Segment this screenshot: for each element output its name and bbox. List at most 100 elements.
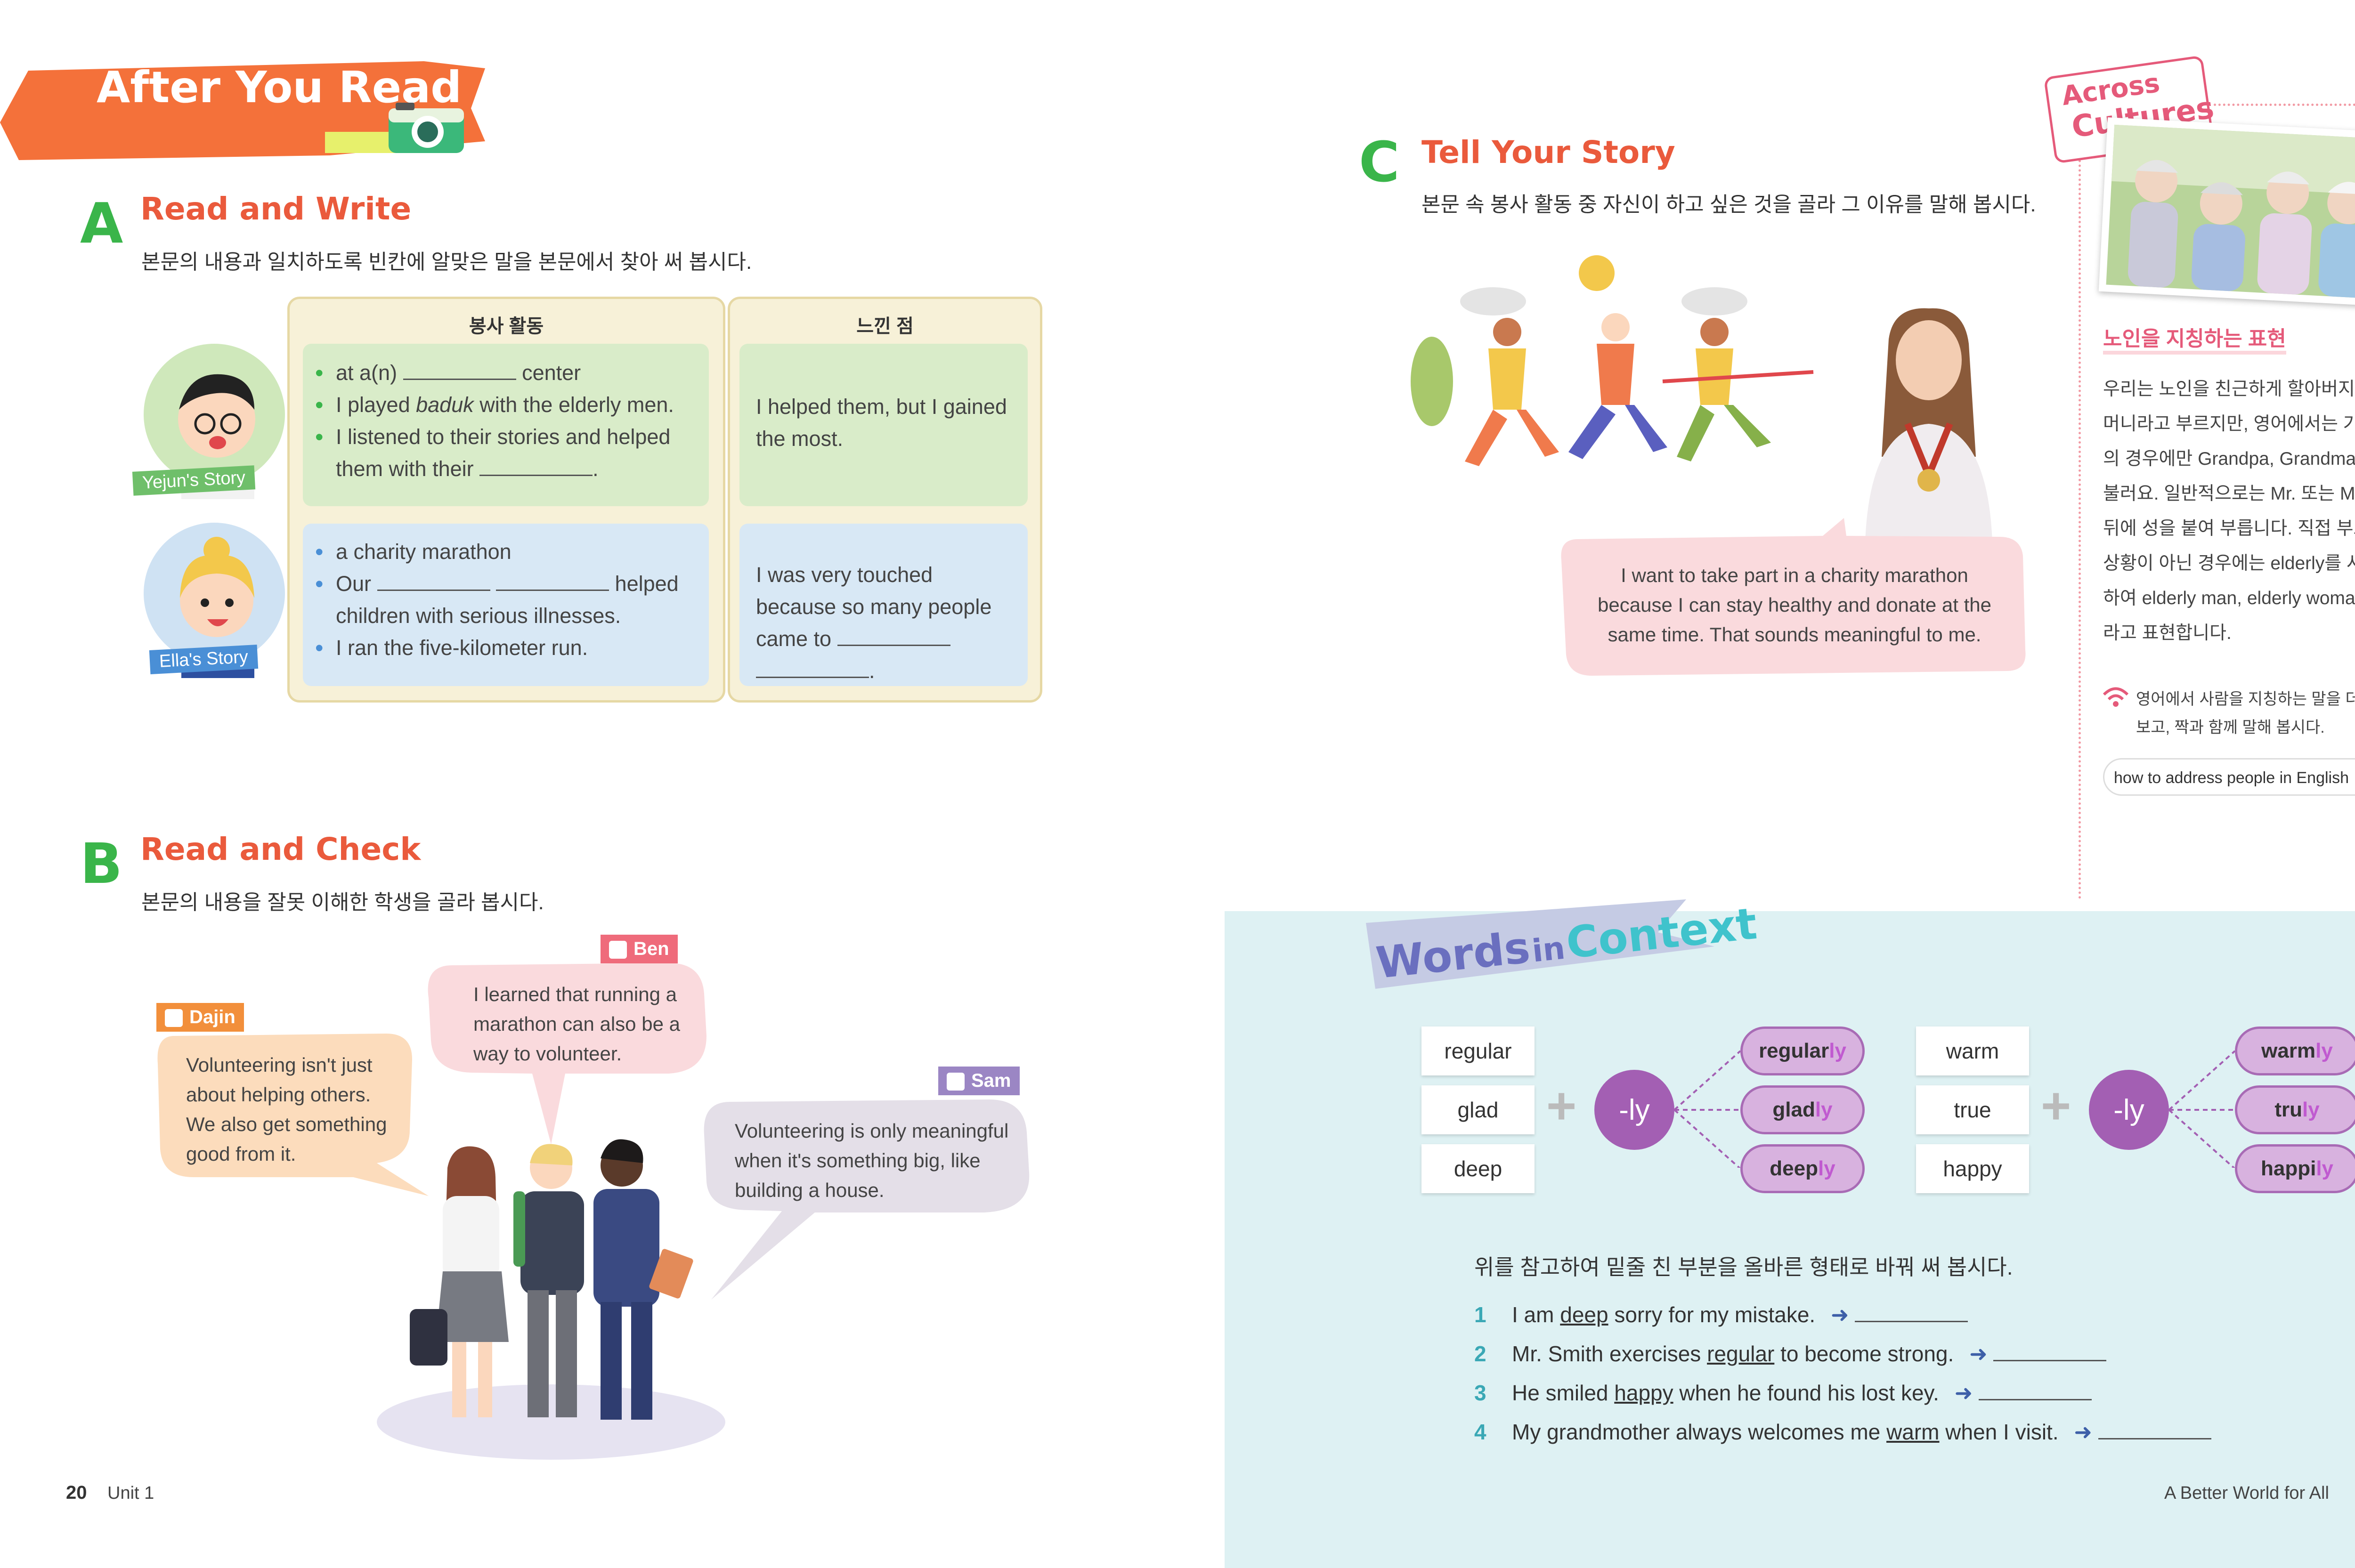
sam-checkbox-tag[interactable]: Sam (938, 1067, 1020, 1095)
base-word-box: regular (1421, 1026, 1535, 1075)
connector-lines (1674, 1050, 1740, 1168)
derived-stem: happi (2260, 1157, 2316, 1180)
camera-icon (386, 99, 466, 155)
ben-text: I learned that running a marathon can al… (473, 983, 680, 1065)
words-in-context-ribbon (1356, 890, 1719, 998)
base-word-box: happy (1916, 1144, 2029, 1193)
ben-bubble-shape (424, 956, 711, 1154)
ella-activity-1: a charity marathon (315, 536, 709, 568)
underlined-word: regular (1707, 1342, 1775, 1366)
section-b-letter: B (80, 831, 122, 896)
ella-feeling-cell: I was very touched because so many peopl… (739, 524, 1028, 686)
section-b-instruction: 본문의 내용을 잘못 이해한 학생을 골라 봅시다. (141, 891, 544, 914)
connector-lines (2169, 1050, 2235, 1168)
ben-checkbox-tag[interactable]: Ben (601, 935, 678, 963)
ben-checkbox[interactable] (609, 941, 627, 959)
across-cultures-heading: 노인을 지칭하는 표현 (2103, 327, 2286, 355)
wifi-icon (2102, 685, 2130, 709)
yejun-activity-2: I played baduk with the elderly men. (315, 389, 709, 421)
derived-stem: warm (2261, 1039, 2316, 1062)
sam-name: Sam (971, 1070, 1011, 1091)
derived-stem: deep (1770, 1157, 1818, 1180)
search-prompt: 영어에서 사람을 지칭하는 말을 더 찾아 보고, 짝과 함께 말해 봅시다. (2136, 690, 2355, 736)
yejun-feeling-cell: I helped them, but I gained the most. (739, 344, 1028, 506)
section-a-title: Read and Write (140, 191, 412, 227)
dajin-name: Dajin (189, 1007, 236, 1027)
answer-blank[interactable] (2098, 1438, 2211, 1439)
derived-suffix: ly (2302, 1098, 2320, 1121)
ella-feeling-text: I was very touched because so many peopl… (756, 563, 992, 683)
across-cultures-body: 우리는 노인을 친근하게 할아버지, 할머니라고 부르지만, 영어에서는 가족의… (2103, 379, 2355, 643)
question-number: 1 (1474, 1302, 1486, 1327)
base-word-box: true (1916, 1085, 2029, 1134)
ella-activity-cell: a charity marathon Our helped children w… (303, 524, 709, 686)
search-query: how to address people in English (2114, 769, 2349, 787)
derived-suffix: ly (2316, 1157, 2334, 1180)
underlined-word: happy (1614, 1381, 1673, 1405)
question-number: 2 (1474, 1342, 1486, 1366)
suffix-circle: -ly (1594, 1070, 1674, 1150)
underlined-word: warm (1886, 1420, 1940, 1444)
col-header-activity: 봉사 활동 (469, 316, 544, 337)
base-word-box: warm (1916, 1026, 2029, 1075)
after-you-read-banner: After You Read (0, 57, 490, 165)
search-box[interactable]: how to address people in English (2103, 758, 2355, 796)
dajin-bubble-shape (155, 1026, 433, 1215)
yejun-feeling-text: I helped them, but I gained the most. (756, 395, 1007, 451)
sam-checkbox[interactable] (947, 1073, 965, 1091)
dajin-checkbox-tag[interactable]: Dajin (156, 1003, 244, 1032)
section-c-letter: C (1359, 129, 1400, 194)
answer-blank[interactable] (1993, 1360, 2107, 1361)
dajin-checkbox[interactable] (165, 1009, 183, 1027)
students-illustration (372, 1121, 730, 1460)
left-unit-label: Unit 1 (107, 1483, 154, 1503)
ben-name: Ben (633, 938, 669, 959)
girl-with-medal-photo (1851, 306, 2006, 542)
title-in: in (1530, 929, 1567, 970)
base-word-box: glad (1421, 1085, 1535, 1134)
words-instruction: 위를 참고하여 밑줄 친 부분을 올바른 형태로 바꿔 써 봅시다. (1474, 1255, 2013, 1279)
yejun-activity-cell: at a(n) center I played baduk with the e… (303, 344, 709, 506)
underlined-word: deep (1560, 1302, 1608, 1327)
right-book-title: A Better World for All (2164, 1483, 2329, 1503)
derived-stem: glad (1772, 1098, 1815, 1121)
col-header-feeling: 느낀 점 (856, 316, 914, 337)
yejun-activity-1: at a(n) center (315, 357, 709, 389)
ella-avatar (137, 523, 287, 678)
section-a-letter: A (80, 191, 123, 256)
plus-icon: + (2041, 1077, 2071, 1135)
story-speech-text: I want to take part in a charity maratho… (1598, 564, 1991, 646)
dajin-text: Volunteering isn't just about helping ot… (186, 1054, 387, 1165)
yejun-activity-3: I listened to their stories and helped t… (315, 421, 709, 485)
section-b-title: Read and Check (140, 831, 421, 867)
left-page-number: 20 (66, 1482, 87, 1503)
ella-activity-2: Our helped children with serious illness… (315, 568, 709, 632)
question-number: 3 (1474, 1381, 1486, 1405)
answer-blank[interactable] (1979, 1399, 2092, 1400)
sam-bubble-shape (697, 1092, 1036, 1304)
sam-text: Volunteering is only meaningful when it'… (735, 1120, 1009, 1201)
question-number: 4 (1474, 1420, 1486, 1444)
answer-blank[interactable] (1855, 1321, 1968, 1322)
section-c-title: Tell Your Story (1421, 134, 1675, 170)
words-in-context-panel (1225, 911, 2355, 1568)
derived-suffix: ly (1815, 1098, 1833, 1121)
section-c-instruction: 본문 속 봉사 활동 중 자신이 하고 싶은 것을 골라 그 이유를 말해 봅시… (1421, 193, 2036, 216)
plus-icon: + (1546, 1077, 1577, 1135)
arrow-icon: ➜ (1969, 1342, 1988, 1366)
arrow-icon: ➜ (1830, 1302, 1849, 1327)
derived-suffix: ly (1818, 1157, 1835, 1180)
derived-suffix: ly (2315, 1039, 2333, 1062)
arrow-icon: ➜ (2074, 1420, 2092, 1444)
elderly-group-photo (2098, 117, 2355, 307)
story-speech-bubble (1559, 518, 2030, 680)
